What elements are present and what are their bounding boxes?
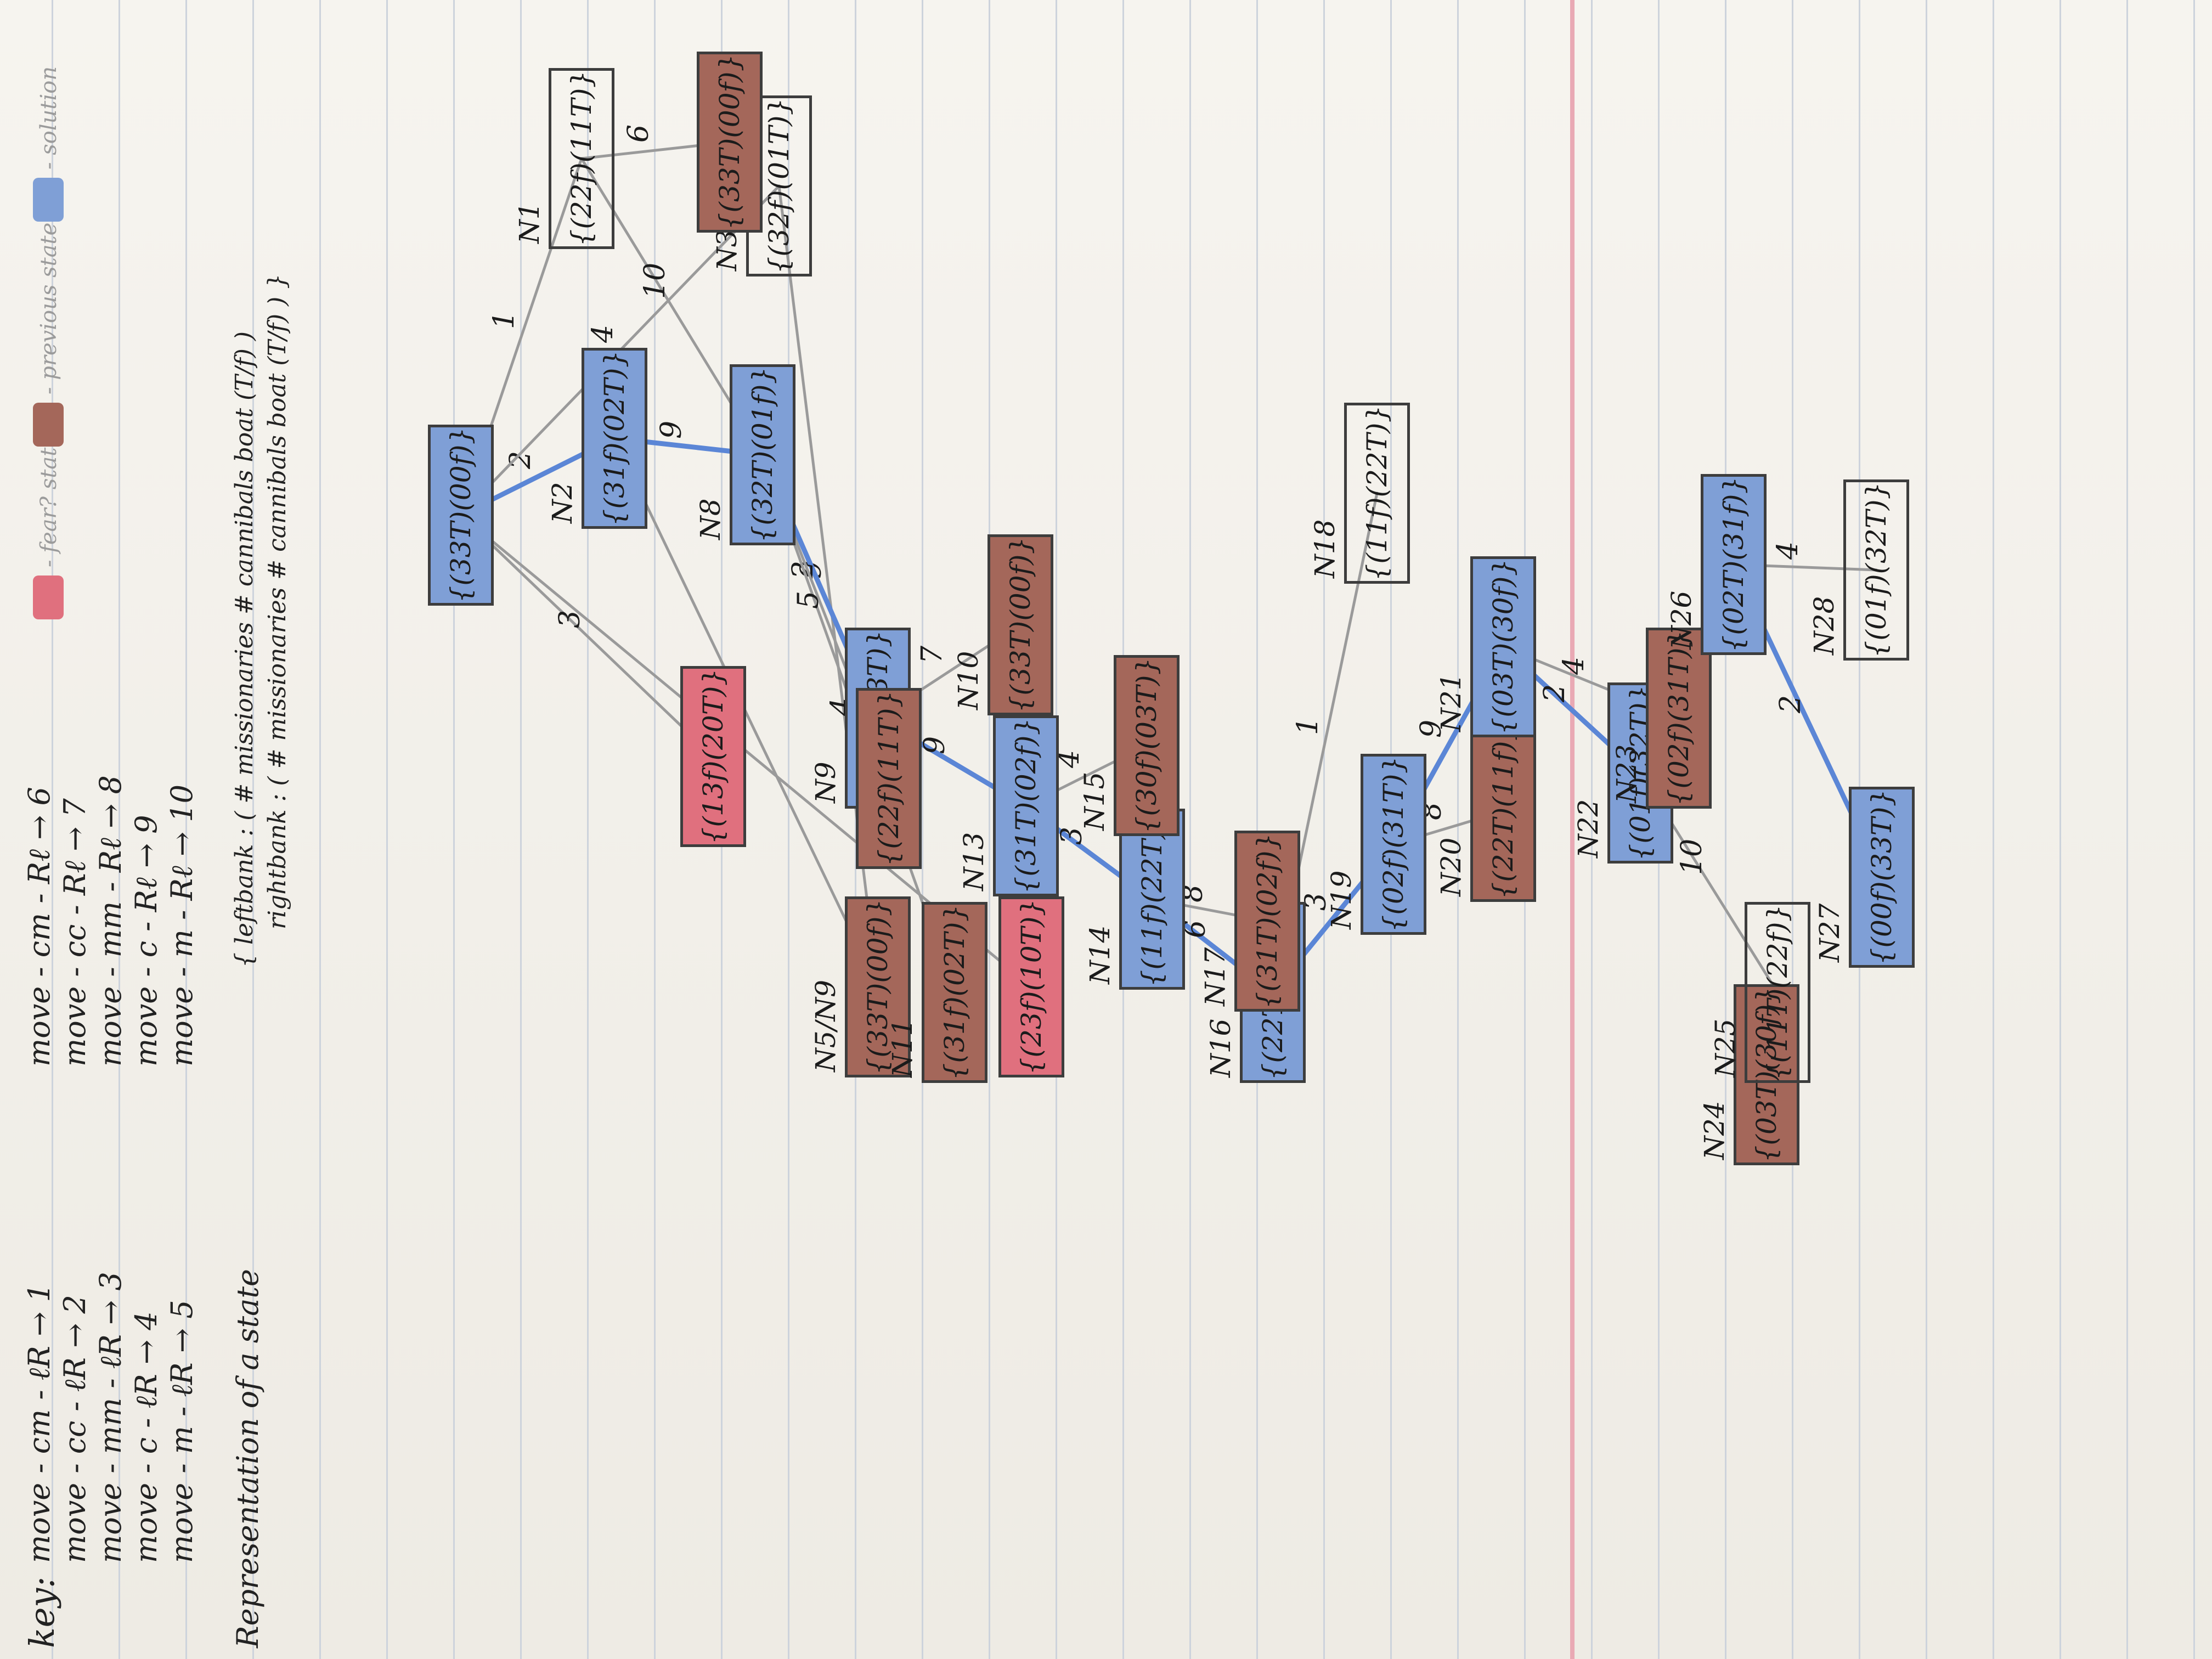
node-label: N20 (1435, 837, 1467, 896)
key-move-9: move - c - Rℓ → 9 (129, 815, 163, 1066)
edge-label: 3 (554, 610, 586, 628)
state-node-n19: {(02f)(31T)} (1361, 754, 1426, 935)
node-label: N2 (546, 482, 578, 523)
edge-label: 10 (1675, 839, 1708, 875)
edge-label: 4 (1771, 541, 1804, 560)
edge-label: 7 (916, 645, 949, 664)
key-move-3: move - mm - ℓR → 3 (93, 1272, 128, 1563)
edge-label: 2 (1774, 695, 1807, 714)
edge-label: 6 (622, 125, 655, 143)
legend-label-previous: - previous state (36, 222, 61, 394)
state-node-n8: {(32T)(01f)} (730, 364, 795, 545)
edge-label: 4 (586, 325, 619, 343)
node-label: N14 (1084, 925, 1116, 984)
edge-label: 4 (1558, 657, 1590, 675)
state-node-n20: {(22T)(11f)} (1470, 721, 1536, 902)
edge-label: 1 (488, 311, 521, 329)
node-label: N19 (1325, 870, 1357, 929)
state-node-n4: {(13f)(20T)} (680, 666, 746, 847)
state-node-n13: {(31T)(02f)} (993, 715, 1059, 896)
node-label: N15 (1079, 771, 1110, 831)
node-label: N9 (810, 761, 842, 803)
edge-label: 9 (918, 736, 951, 754)
state-node-n25: {(11T)(22f)} (1745, 902, 1810, 1083)
representation-label: Representation of a state (230, 1268, 265, 1648)
node-label: N23 (1611, 744, 1643, 803)
state-node-n17: {(31T)(02f)} (1234, 831, 1300, 1012)
node-label: N16 (1205, 1018, 1237, 1077)
key-move-1: move - cm - ℓR → 1 (22, 1283, 57, 1563)
node-label: N27 (1814, 903, 1846, 962)
node-label: N5/N9 (810, 980, 842, 1072)
legend-label-solution: - solution (36, 66, 61, 170)
legend-swatch-solution (33, 178, 64, 222)
key-title: key: (22, 1576, 62, 1648)
representation-left: { leftbank : ( # missionaries # cannibal… (230, 331, 258, 968)
state-node-n1: {(22f)(11T)} (549, 68, 614, 249)
node-label: N21 (1435, 673, 1467, 732)
key-move-4: move - c - ℓR → 4 (129, 1311, 163, 1563)
edge-label: 1 (1291, 717, 1324, 735)
state-node-n21: {(03T)(30f)} (1470, 556, 1536, 737)
node-label: N22 (1572, 799, 1604, 858)
key-move-6: move - cm - Rℓ → 6 (22, 787, 57, 1066)
edge-N2-N5 (613, 437, 879, 989)
node-label: N13 (958, 832, 990, 891)
edge-label: 2 (1538, 684, 1571, 703)
edge-root-N4 (459, 514, 715, 758)
legend-swatch-fail (33, 575, 64, 619)
state-node-n18: {(11f)(22T)} (1344, 403, 1410, 584)
node-label: N8 (695, 498, 726, 540)
state-node-n10: {(33T)(00f)} (988, 534, 1053, 715)
state-node-root: {(33T)(00f)} (428, 425, 494, 606)
node-label: N18 (1309, 519, 1341, 578)
key-move-10: move - m - Rℓ → 10 (165, 785, 199, 1066)
state-node-n7: {(33T)(00f)} (697, 52, 763, 233)
state-node-n26: {(02T)(31f)} (1701, 474, 1767, 655)
node-label: N11 (887, 1018, 918, 1077)
state-node-n2: {(31f)(02T)} (582, 348, 647, 529)
state-node-n6: {(23f)(10T)} (998, 896, 1064, 1077)
node-label: N17 (1199, 947, 1231, 1006)
node-label: N3 (711, 229, 743, 271)
legend-swatch-previous (33, 403, 64, 447)
key-move-8: move - mm - Rℓ → 8 (93, 775, 128, 1066)
representation-right: rightbank : ( # missionaries # cannibals… (263, 273, 291, 929)
edge-label: 10 (639, 263, 672, 299)
state-node-n27: {(00f)(33T)} (1849, 787, 1915, 968)
node-label: N25 (1709, 1018, 1741, 1077)
state-node-n15: {(30f)(03T)} (1114, 655, 1180, 836)
state-node-n12: {(22f)(11T)} (856, 688, 922, 869)
edge-label: 5 (792, 591, 825, 609)
key-move-7: move - cc - Rℓ → 7 (58, 798, 92, 1066)
edge-label: 9 (655, 421, 688, 439)
legend-label-fail: - fear? state (36, 434, 61, 567)
state-node-n11: {(31f)(02T)} (922, 902, 988, 1083)
key-move-5: move - m - ℓR → 5 (165, 1300, 199, 1563)
node-label: N24 (1699, 1101, 1730, 1160)
node-label: N26 (1666, 590, 1697, 650)
node-label: N10 (952, 651, 984, 710)
edge-label: 3 (1056, 827, 1088, 845)
state-node-n28: {(01f)(32T)} (1843, 479, 1909, 661)
edge-label: 9 (1415, 720, 1448, 738)
node-label: N28 (1808, 596, 1840, 655)
node-label: N1 (514, 202, 545, 244)
key-move-2: move - cc - ℓR → 2 (58, 1295, 92, 1563)
